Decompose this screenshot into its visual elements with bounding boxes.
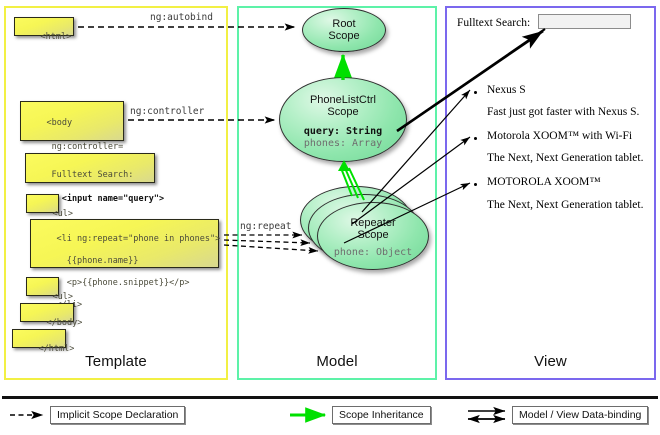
repeater-scope-prop-phone: phone: Object <box>333 247 413 258</box>
body-close-text: </body> <box>46 317 83 328</box>
view-search-label: Fulltext Search: <box>457 17 531 29</box>
panel-title-model: Model <box>316 353 358 370</box>
phonelistctrl-scope-title-2: Scope <box>327 106 359 118</box>
repeater-scope: Repeater Scope phone: Object <box>317 202 429 270</box>
li-repeat-line3: <p>{{phone.snippet}}</p> <box>56 278 190 288</box>
panel-view: View <box>445 6 656 380</box>
html-open-text: <html> <box>40 31 72 42</box>
phonelistctrl-scope: PhoneListCtrl Scope query: String phones… <box>279 77 407 162</box>
repeater-scope-title-1: Repeater <box>350 217 396 229</box>
phone-bullet-2 <box>474 183 477 186</box>
ul-close-box: <ul> <box>26 277 73 302</box>
panel-title-template: Template <box>85 353 147 370</box>
legend-label-implicit: Implicit Scope Declaration <box>50 406 186 424</box>
root-scope-title-2: Scope <box>328 30 360 42</box>
li-repeat-box: <li ng:repeat="phone in phones"> {{phone… <box>30 219 221 310</box>
repeater-scope-title-2: Scope <box>357 229 389 241</box>
html-close-text: </html> <box>38 343 75 354</box>
html-close-box: </html> <box>12 329 74 354</box>
phonelistctrl-scope-prop-phones: phones: Array <box>303 138 383 149</box>
phone-snippet-0: Fast just got faster with Nexus S. <box>487 106 640 118</box>
ul-close-text: <ul> <box>52 291 73 302</box>
search-input[interactable] <box>538 14 631 29</box>
label-ng-autobind: ng:autobind <box>150 12 213 23</box>
legend-label-inheritance: Scope Inheritance <box>332 406 431 424</box>
li-repeat-line2: {{phone.name}} <box>56 256 139 266</box>
phone-name-1: Motorola XOOM™ with Wi-Fi <box>487 130 633 142</box>
fulltext-search-input-markup: <input name="query"> <box>51 194 165 204</box>
body-open-box: <body ng:controller= "PhoneListCtrl"> <box>20 101 133 176</box>
label-ng-repeat: ng:repeat <box>240 221 292 232</box>
body-open-line2: ng:controller= <box>46 142 124 152</box>
body-open-line1: <body <box>46 118 73 128</box>
li-repeat-line1: <li ng:repeat="phone in phones"> <box>56 234 221 244</box>
fulltext-search-label: Fulltext Search: <box>51 170 134 180</box>
label-ng-controller: ng:controller <box>130 106 205 117</box>
phone-bullet-1 <box>474 137 477 140</box>
root-scope: Root Scope <box>302 8 386 52</box>
legend-label-databinding: Model / View Data-binding <box>512 406 649 424</box>
phonelistctrl-scope-prop-query: query: String <box>303 126 383 137</box>
phone-name-2: MOTOROLA XOOM™ <box>487 176 601 188</box>
ul-open-box: <ul> <box>26 194 73 219</box>
ul-open-text: <ul> <box>52 208 73 219</box>
fulltext-search-box: Fulltext Search: <input name="query"> <box>25 153 164 204</box>
phone-snippet-1: The Next, Next Generation tablet. <box>487 152 644 164</box>
legend-divider <box>2 396 658 399</box>
panel-title-view: View <box>534 353 567 370</box>
body-close-box: </body> <box>20 303 82 328</box>
html-open-box: <html> <box>14 17 74 42</box>
phone-snippet-2: The Next, Next Generation tablet. <box>487 199 644 211</box>
phonelistctrl-scope-title-1: PhoneListCtrl <box>309 94 377 106</box>
phone-bullet-0 <box>474 91 477 94</box>
phone-name-0: Nexus S <box>487 84 526 96</box>
root-scope-title-1: Root <box>332 18 356 30</box>
